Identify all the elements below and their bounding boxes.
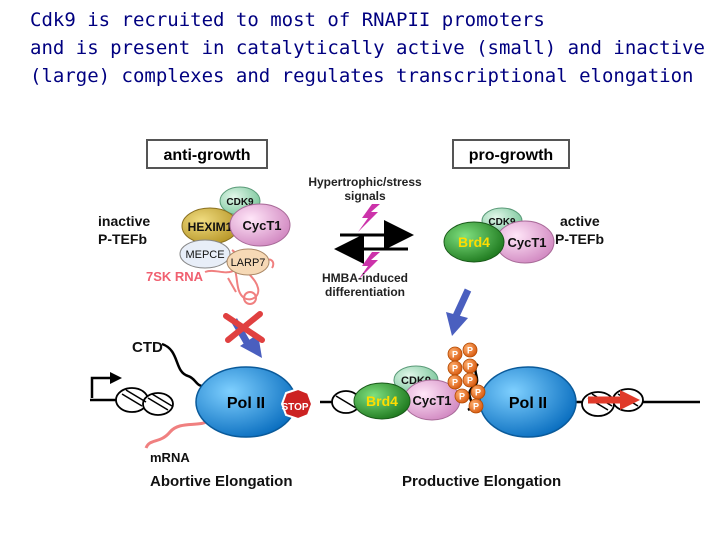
pro-growth-box: pro-growth	[452, 139, 570, 169]
phosphate-label: P	[452, 350, 458, 360]
ctd-label: CTD	[132, 339, 163, 356]
ctd-tail-left	[161, 342, 207, 388]
active-ptefb-label: P-TEFb	[555, 231, 604, 247]
pol2-label-left: Pol II	[227, 395, 265, 412]
productive-elongation-label: Productive Elongation	[402, 473, 561, 490]
anti-growth-box: anti-growth	[146, 139, 268, 169]
phosphate-label: P	[452, 364, 458, 374]
phosphate-bubble	[462, 342, 478, 358]
brd4-label-right: Brd4	[458, 234, 490, 250]
signal-top-line2: signals	[344, 189, 386, 203]
cdk9-label-left: CDK9	[226, 197, 254, 208]
mepce-label: MEPCE	[185, 249, 224, 261]
brd4-label-pol: Brd4	[366, 393, 398, 409]
mrna-label: mRNA	[150, 450, 190, 465]
signal-bottom-line2: differentiation	[325, 285, 405, 299]
promoter-arrowhead-icon	[110, 372, 122, 384]
cross-icon	[223, 311, 265, 343]
phosphate-label: P	[467, 346, 473, 356]
title-line-1: Cdk9 is recruited to most of RNAPII prom…	[30, 9, 545, 31]
phosphate-bubble	[462, 372, 478, 388]
stop-sign-icon	[280, 387, 314, 421]
lightning-icon-top	[358, 204, 380, 232]
pol2-label-right: Pol II	[509, 395, 547, 412]
title-line-3: (large) complexes and regulates transcri…	[30, 65, 694, 87]
stop-label: STOP	[281, 402, 308, 413]
cyct1-label-pol: CycT1	[412, 393, 451, 408]
mrna-strand	[144, 418, 211, 449]
inactive-label: inactive	[98, 213, 150, 229]
brd4-protein-right	[443, 221, 505, 263]
active-label: active	[560, 213, 600, 229]
larp7-protein	[226, 248, 270, 276]
slide-title: Cdk9 is recruited to most of RNAPII prom…	[30, 6, 710, 90]
signal-bottom-line1: HMBA-induced	[322, 271, 408, 285]
lightning-icon-bottom	[358, 252, 380, 280]
abortive-elongation-label: Abortive Elongation	[150, 473, 293, 490]
cyct1-label-left: CycT1	[242, 218, 281, 233]
cyct1-protein-left	[229, 203, 291, 247]
title-line-2: and is present in catalytically active (…	[30, 37, 705, 59]
pro-growth-label: pro-growth	[469, 147, 553, 164]
promoter-arrow-icon	[90, 376, 110, 398]
hexim1-label: HEXIM1	[188, 220, 233, 234]
recruitment-arrow	[446, 288, 472, 336]
larp7-label: LARP7	[231, 257, 266, 269]
phosphate-label: P	[473, 402, 479, 412]
7sk-rna-label: 7SK RNA	[146, 269, 204, 284]
inactive-ptefb-label: P-TEFb	[98, 231, 147, 247]
mepce-protein	[179, 239, 231, 269]
phosphate-bubble	[447, 374, 463, 390]
phosphate-bubble	[454, 388, 470, 404]
anti-growth-label: anti-growth	[163, 147, 250, 164]
phosphate-label: P	[475, 388, 481, 398]
phosphate-label: P	[467, 376, 473, 386]
phosphate-label: P	[467, 362, 473, 372]
signal-top-line1: Hypertrophic/stress	[308, 175, 422, 189]
brd4-protein-pol	[353, 382, 411, 420]
phosphate-bubble	[468, 398, 484, 414]
phosphate-label: P	[452, 378, 458, 388]
cyct1-label-right: CycT1	[507, 235, 546, 250]
phosphate-label: P	[459, 392, 465, 402]
progression-arrow	[588, 390, 640, 410]
cdk9-label-right: CDK9	[488, 217, 516, 228]
